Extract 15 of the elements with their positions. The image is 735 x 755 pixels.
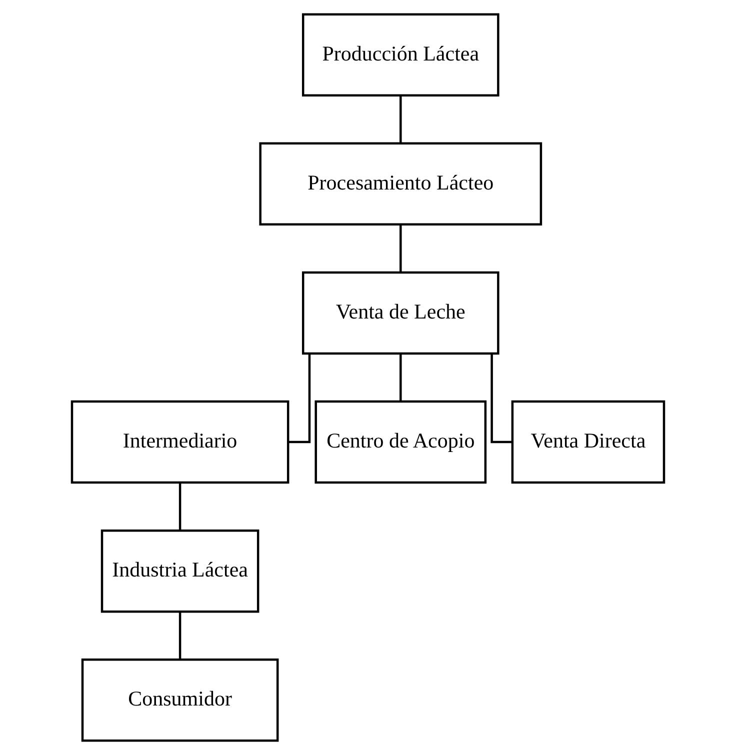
node-box: Industria Láctea bbox=[100, 529, 259, 613]
connector bbox=[399, 96, 402, 144]
node-box: Venta Directa bbox=[510, 400, 665, 484]
connector bbox=[490, 354, 512, 444]
node-box: Centro de Acopio bbox=[314, 400, 486, 484]
connector bbox=[399, 224, 402, 272]
connector bbox=[178, 612, 181, 660]
node-box: Venta de Leche bbox=[301, 271, 499, 355]
node-box: Procesamiento Lácteo bbox=[258, 142, 542, 226]
node-box: Intermediario bbox=[70, 400, 289, 484]
connector bbox=[399, 354, 402, 402]
connector bbox=[178, 482, 181, 531]
connector bbox=[288, 354, 310, 444]
node-box: Producción Láctea bbox=[301, 13, 499, 96]
node-box: Consumidor bbox=[80, 658, 278, 742]
